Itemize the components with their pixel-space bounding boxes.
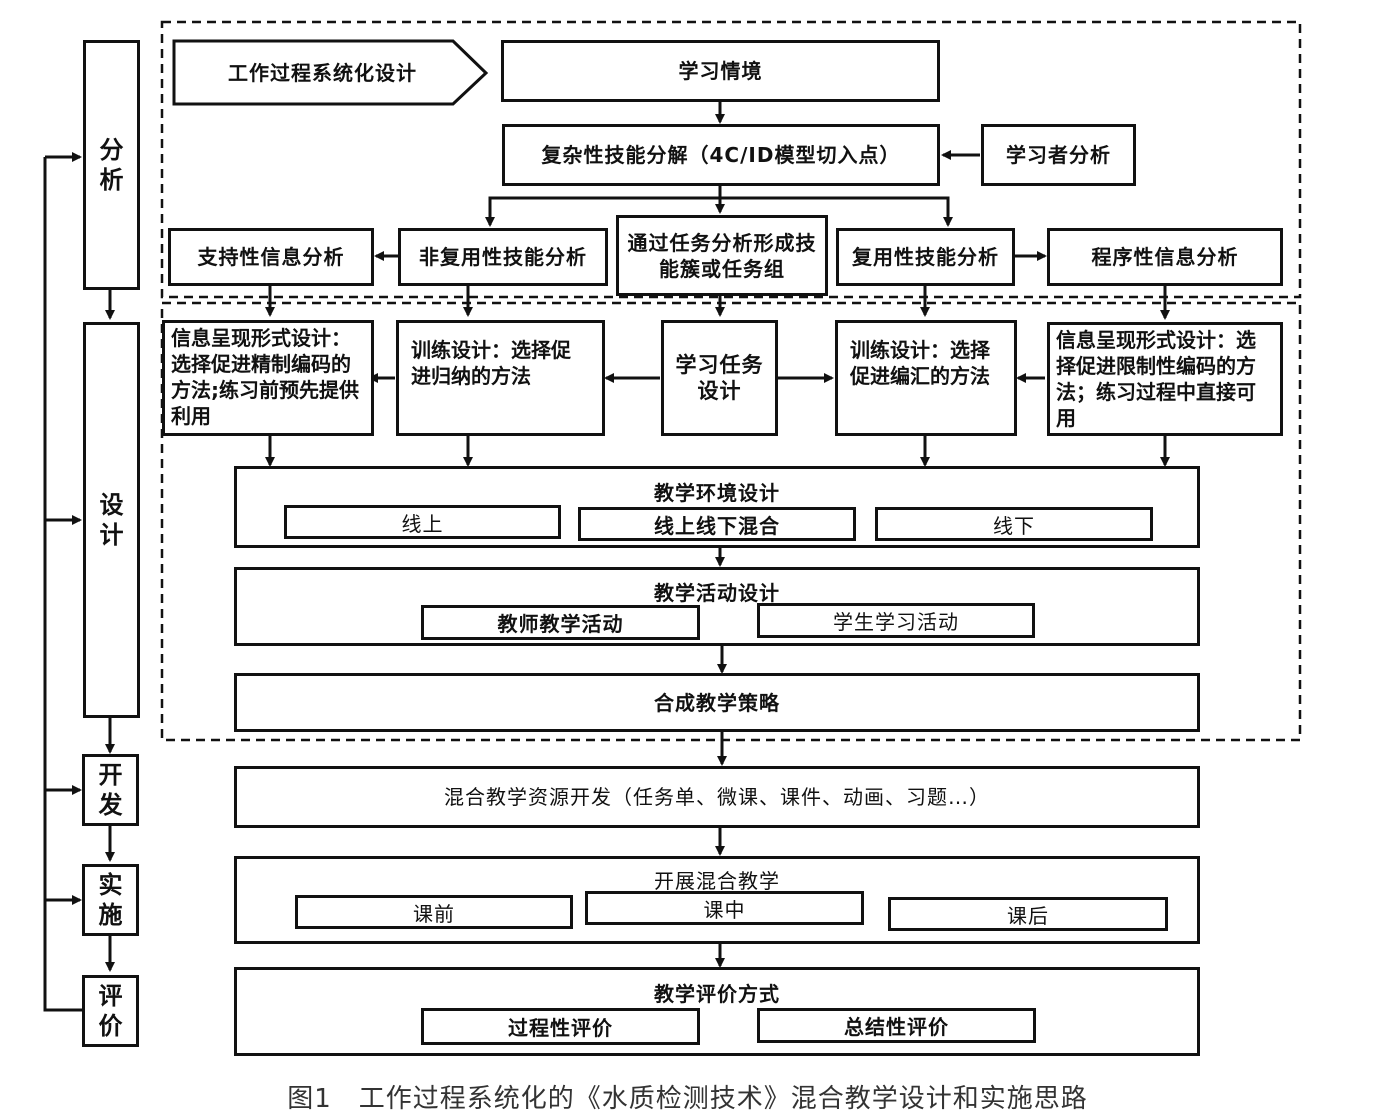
nonrecurrent-skill-box: 非复用性技能分析 bbox=[398, 228, 608, 286]
learner-analysis-box: 学习者分析 bbox=[981, 124, 1136, 186]
env-offline: 线下 bbox=[875, 507, 1153, 541]
stage-analysis-label: 分 析 bbox=[99, 136, 124, 194]
evaluation-title: 教学评价方式 bbox=[654, 982, 780, 1006]
strategy-box: 合成教学策略 bbox=[234, 673, 1200, 732]
procedural-info-box: 程序性信息分析 bbox=[1047, 228, 1283, 286]
stage-implementation: 实 施 bbox=[82, 864, 139, 936]
support-info-box: 支持性信息分析 bbox=[168, 228, 374, 286]
info-design-right-box: 信息呈现形式设计：选择促进限制性编码的方法；练习过程中直接可用 bbox=[1047, 322, 1283, 436]
implementation-box: 开展混合教学 课前 课中 课后 bbox=[234, 856, 1200, 944]
stage-development: 开 发 bbox=[82, 754, 139, 826]
stage-evaluation-label: 评 价 bbox=[98, 982, 123, 1040]
teacher-activity: 教师教学活动 bbox=[421, 605, 700, 640]
activity-design-box: 教学活动设计 教师教学活动 学生学习活动 bbox=[234, 567, 1200, 646]
stage-analysis: 分 析 bbox=[83, 40, 140, 290]
task-analysis-box: 通过任务分析形成技能簇或任务组 bbox=[616, 215, 828, 296]
env-online: 线上 bbox=[284, 505, 561, 539]
after-class: 课后 bbox=[888, 897, 1168, 931]
summative-evaluation: 总结性评价 bbox=[757, 1008, 1036, 1043]
activity-design-title: 教学活动设计 bbox=[654, 581, 780, 605]
complex-skill-box: 复杂性技能分解（4C/ID模型切入点） bbox=[502, 124, 940, 186]
evaluation-box: 教学评价方式 过程性评价 总结性评价 bbox=[234, 967, 1200, 1056]
stage-development-label: 开 发 bbox=[98, 761, 123, 819]
student-activity: 学生学习活动 bbox=[757, 603, 1035, 638]
practice-design-left-box: 训练设计：选择促进归纳的方法 bbox=[396, 320, 605, 436]
info-design-left-box: 信息呈现形式设计：选择促进精制编码的方法;练习前预先提供利用 bbox=[162, 320, 374, 436]
feedback-loop-line bbox=[43, 157, 82, 1012]
stage-evaluation: 评 价 bbox=[82, 975, 139, 1047]
environment-design-title: 教学环境设计 bbox=[654, 481, 780, 505]
recurrent-skill-box: 复用性技能分析 bbox=[836, 228, 1015, 286]
in-class: 课中 bbox=[585, 891, 864, 925]
resource-development-box: 混合教学资源开发（任务单、微课、课件、动画、习题…） bbox=[234, 766, 1200, 828]
analysis-dashed-frame bbox=[160, 20, 1302, 299]
learning-context-box: 学习情境 bbox=[501, 40, 940, 102]
stage-implementation-label: 实 施 bbox=[98, 871, 123, 929]
stage-design: 设 计 bbox=[83, 322, 140, 718]
before-class: 课前 bbox=[295, 895, 573, 929]
practice-design-right-box: 训练设计：选择促进编汇的方法 bbox=[835, 320, 1017, 436]
learning-task-box: 学习任务设计 bbox=[661, 320, 778, 436]
design-dashed-frame bbox=[160, 301, 1302, 742]
implementation-title: 开展混合教学 bbox=[654, 869, 780, 893]
formative-evaluation: 过程性评价 bbox=[421, 1008, 700, 1045]
work-process-label: 工作过程系统化设计 bbox=[228, 60, 417, 85]
stage-design-label: 设 计 bbox=[99, 491, 124, 549]
work-process-shape bbox=[172, 39, 489, 106]
environment-design-box: 教学环境设计 线上 线上线下混合 线下 bbox=[234, 466, 1200, 548]
env-blended: 线上线下混合 bbox=[578, 507, 856, 541]
figure-caption: 图1 工作过程系统化的《水质检测技术》混合教学设计和实施思路 bbox=[287, 1084, 1088, 1114]
